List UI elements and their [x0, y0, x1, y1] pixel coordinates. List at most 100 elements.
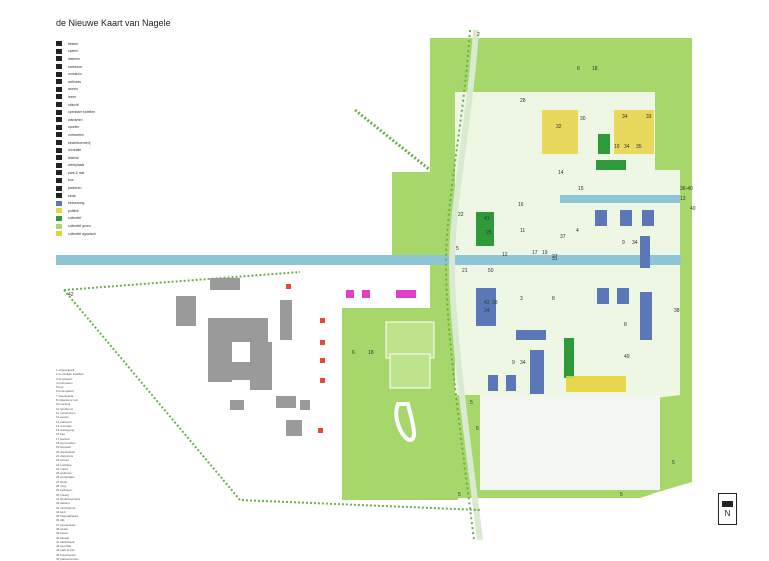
legend-item: collectief	[56, 215, 176, 223]
race-track	[394, 402, 416, 443]
index-entry: 4 ontmoeten	[56, 380, 73, 385]
north-arrow-icon	[722, 500, 733, 507]
index-entry: 37 speelplaats	[56, 522, 76, 527]
map-area-label: 10	[614, 144, 620, 150]
index-entry: 12 wonen	[56, 415, 70, 420]
index-entry: 43 park & ride	[56, 548, 75, 553]
index-entry: 18 sportvelden	[56, 441, 76, 446]
map-area-label: 3	[520, 296, 523, 302]
index-entry: 19 fietspad	[56, 445, 71, 450]
index-entry: 6 boomgaard	[56, 389, 74, 394]
canal	[56, 255, 451, 265]
legend-symbol-icon	[56, 231, 62, 237]
legend-item: werkplaats	[56, 162, 176, 170]
index-entry: 10 landbouw	[56, 406, 74, 411]
index-entry: 23 bushalte	[56, 462, 72, 467]
index-entry: 28 zorg	[56, 484, 67, 489]
canal-north	[560, 195, 680, 203]
map-area-label: 34	[624, 144, 630, 150]
map-area-label: 16	[518, 202, 524, 208]
legend-item: lezen	[56, 93, 176, 101]
legend-symbol-icon	[56, 94, 62, 100]
legend-label: uitzicht	[68, 102, 79, 107]
index-entry: 40 kanaal	[56, 535, 70, 540]
map-area-label: 37	[560, 234, 566, 240]
map-area-label: 32	[556, 124, 562, 130]
index-entry: 44 bouwkavels	[56, 552, 76, 557]
map-area-label: 8	[552, 296, 555, 302]
map-area-label: 24	[484, 308, 490, 314]
legend-item: collectief groen	[56, 222, 176, 230]
map-area-label: 49	[624, 354, 630, 360]
index-entry: 17 festival	[56, 436, 70, 441]
legend-item: imkeren	[56, 55, 176, 63]
legend-label: recreatie	[68, 148, 82, 153]
legend-label: spelen	[68, 49, 78, 54]
map-area-label: 42	[68, 292, 74, 298]
legend-item: bus	[56, 177, 176, 185]
map-area-label: 50	[488, 268, 494, 274]
legend-label: sporten	[68, 125, 80, 130]
legend-item: ontmoeten	[56, 131, 176, 139]
map-area-label: 12	[502, 252, 508, 258]
map-area-label: 11	[520, 228, 525, 234]
map-area-label: 34	[632, 240, 638, 246]
legend-label: moestuin	[68, 72, 82, 77]
collective-green-blocks	[476, 134, 626, 378]
north-label: N	[724, 508, 731, 518]
index-entry: 34 kerk	[56, 509, 66, 514]
index-entry: 24 markt	[56, 466, 68, 471]
legend-label: kiosk	[68, 193, 76, 198]
legend-symbol-icon	[56, 41, 62, 47]
index-entry: 32 ateliers	[56, 501, 70, 506]
legend-label: parkeren	[68, 186, 82, 191]
index-entry: 26 werkplaats	[56, 475, 75, 480]
main-road-trees	[444, 29, 475, 541]
canal-east	[451, 255, 681, 265]
legend-item: bebouwing	[56, 199, 176, 207]
industrial-buildings	[176, 278, 310, 436]
index-entry: 22 school	[56, 458, 69, 463]
legend-item: kinderboerderij	[56, 139, 176, 147]
map-area-label: 28	[520, 98, 526, 104]
legend-label: wellness	[68, 79, 82, 84]
index-entry: 27 kiosk	[56, 479, 68, 484]
map-area-label: 4	[576, 228, 579, 234]
legend-label: kinderboerderij	[68, 140, 91, 145]
index-entry: 33 uitzichtpunt	[56, 505, 76, 510]
legend-symbol-icon	[56, 102, 62, 108]
map-area-label: 5	[470, 400, 473, 406]
legend-symbol-icon	[56, 177, 62, 183]
map-area-label: 17	[532, 250, 538, 256]
residential-blocks	[476, 210, 654, 394]
index-entry: 1 erfgoedpark	[56, 368, 75, 372]
legend-symbol-icon	[56, 193, 62, 199]
legend-label: park & ride	[68, 170, 85, 175]
legend-item: recreatie	[56, 146, 176, 154]
legend-item: barbecue	[56, 63, 176, 71]
map-area-label: 34	[520, 360, 526, 366]
index-entry: 21 dorpshuis	[56, 453, 74, 458]
legend-item: wellness	[56, 78, 176, 86]
index-entry: 45 parkeerterrein	[56, 557, 79, 561]
legend-symbol-icon	[56, 208, 62, 214]
index-entry: 25 wellness	[56, 471, 72, 476]
index-entry: 30 imkerij	[56, 492, 69, 497]
legend-symbol-icon	[56, 64, 62, 70]
index-entry: 41 bibliotheek	[56, 539, 75, 544]
legend-item: fietsen	[56, 40, 176, 48]
legend-label: imkeren	[68, 56, 81, 61]
map-area-label: 13	[680, 196, 686, 202]
sports-fields	[385, 321, 435, 389]
legend-symbol-icon	[56, 147, 62, 153]
map-area-label: 40	[690, 206, 696, 212]
index-entry: 14 recreatie	[56, 423, 72, 428]
legend-symbol-icon	[56, 117, 62, 123]
map-area-label: 5	[456, 246, 459, 252]
legend-item: moestuin	[56, 70, 176, 78]
map-area-label: 38	[674, 308, 680, 314]
legend-label: openbare toiletten	[68, 110, 96, 115]
index-entry: 9 boerderij	[56, 402, 71, 407]
